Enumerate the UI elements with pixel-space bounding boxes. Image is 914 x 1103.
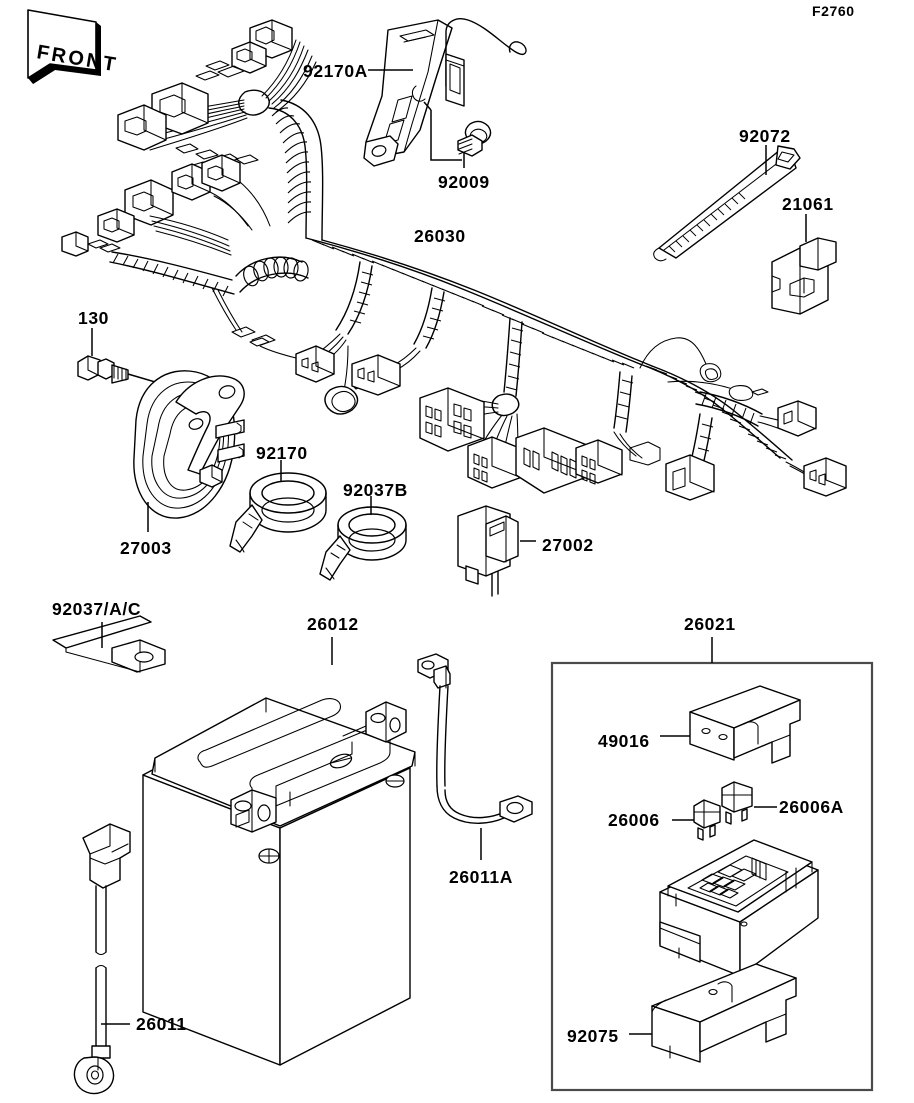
part-92037B-clamp <box>319 496 407 581</box>
connector-block <box>419 387 485 452</box>
part-label-92037B: 92037B <box>343 480 408 500</box>
part-label-92075: 92075 <box>567 1026 619 1046</box>
part-26011-battery-lead <box>73 823 131 1095</box>
part-49016-cover <box>660 685 801 764</box>
harness-upper-left-branch <box>117 19 317 176</box>
part-label-130: 130 <box>78 308 109 328</box>
part-label-27002: 27002 <box>542 535 594 555</box>
harness-coil <box>235 256 309 293</box>
part-label-26006: 26006 <box>608 810 660 830</box>
harness-right-branches <box>613 337 847 501</box>
part-27002-relay <box>457 505 536 597</box>
part-92170A-clamp-bracket <box>363 18 527 167</box>
connector-block <box>231 41 267 74</box>
part-27003-horn <box>133 370 245 532</box>
part-92072-cable-tie <box>653 145 801 262</box>
part-26006-fuse <box>672 799 721 841</box>
harness-lower-left-branch <box>61 154 276 346</box>
part-label-26011A: 26011A <box>449 867 513 887</box>
part-label-92037-a-c: 92037/A/C <box>52 599 142 619</box>
part-label-21061: 21061 <box>782 194 834 214</box>
harness-main-trunk <box>305 237 653 369</box>
part-26011A-battery-lead <box>417 653 533 860</box>
part-92075-damper <box>629 963 797 1063</box>
part-label-92170A: 92170A <box>303 61 368 81</box>
part-label-26030: 26030 <box>414 226 466 246</box>
connector-block <box>515 427 593 494</box>
part-label-26006A: 26006A <box>779 797 844 817</box>
connector-block-dark <box>665 454 715 501</box>
part-26006A-fuse <box>721 781 777 825</box>
part-92037AC-strap <box>52 615 166 673</box>
part-label-92009: 92009 <box>438 172 490 192</box>
connector-block <box>117 104 167 151</box>
connector-block <box>295 345 335 383</box>
harness-mid-branches <box>249 261 374 415</box>
harness-center-branch <box>351 287 446 396</box>
part-26012-battery <box>142 637 416 1066</box>
connector-block <box>777 400 817 437</box>
part-label-92170: 92170 <box>256 443 308 463</box>
part-21061-connector <box>771 214 837 315</box>
part-label-26021: 26021 <box>684 614 736 634</box>
part-92170-clamp <box>229 460 327 553</box>
sheet-code-label: F2760 <box>812 3 855 19</box>
connector-block <box>803 457 847 497</box>
harness-connector-cluster <box>419 317 623 494</box>
part-label-92072: 92072 <box>739 126 791 146</box>
group-26021-box <box>550 637 874 1092</box>
part-92009-screw <box>423 101 492 168</box>
connector-block <box>97 208 135 243</box>
connector-block <box>351 354 401 396</box>
battery-terminal-negative <box>230 789 277 833</box>
connector-block <box>575 439 623 485</box>
part-label-49016: 49016 <box>598 731 650 751</box>
connector-block <box>201 154 241 192</box>
part-label-27003: 27003 <box>120 538 172 558</box>
wiring-harness-26030 <box>61 19 847 501</box>
harness-corrugated-upper <box>268 99 324 241</box>
connector-block <box>467 436 523 489</box>
part-label-26012: 26012 <box>307 614 359 634</box>
part-label-26011: 26011 <box>136 1014 187 1034</box>
polarity-marks <box>258 774 405 864</box>
junction-box-body <box>659 839 819 977</box>
front-arrow-icon: FRONT <box>27 9 120 84</box>
battery-terminal-positive <box>365 701 407 743</box>
